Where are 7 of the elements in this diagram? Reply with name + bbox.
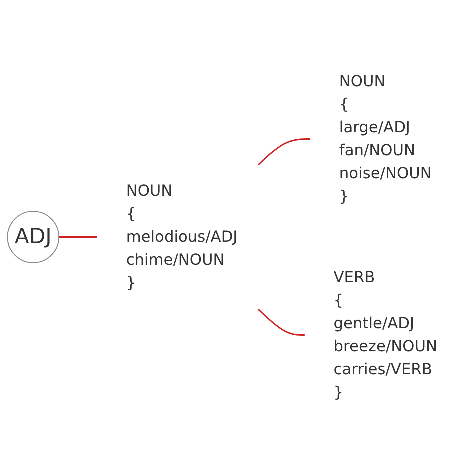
node-circle: ADJ [7,210,60,264]
connector [258,308,305,336]
connector [258,138,311,166]
node-text: NOUN { large/ADJ fan/NOUN noise/NOUN } [339,72,432,206]
node-text: VERB { gentle/ADJ breeze/NOUN carries/VERB } [334,268,438,402]
node-text: NOUN { melodious/ADJ chime/NOUN } [126,181,238,292]
connector [59,236,98,238]
